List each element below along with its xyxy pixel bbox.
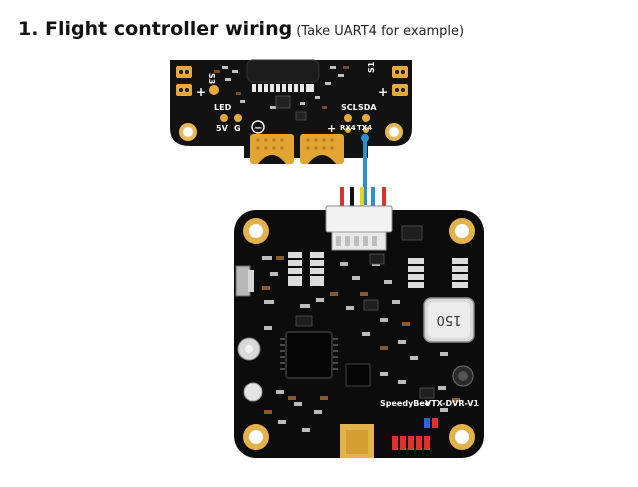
flight-controller-board: S3 S1 + + LED 5V G − SCL SDA + RX4 TX4 [170,59,412,164]
rx4-label: RX4 [340,124,356,132]
sda-label: SDA [358,103,377,112]
brand-label: SpeedyBee [380,399,431,408]
mounting-holes [243,218,475,450]
model-label: VTX-DVR-V1 [425,399,479,408]
section-heading: 1. Flight controller wiring(Take UART4 f… [18,18,464,40]
wire-red-1 [340,187,344,209]
minus-label: − [254,123,262,134]
scl-label: SCL [341,103,358,112]
led-label: LED [214,103,232,112]
heading-note: (Take UART4 for example) [296,24,465,39]
plus-right-label: + [378,85,388,99]
s1-label: S1 [367,61,376,73]
led-array [392,436,430,450]
inductor-label: 150 [437,312,462,327]
uart-wire [361,134,369,205]
battery-pad-positive [300,134,344,164]
round-pad [243,382,263,402]
page-title: 1. Flight controller wiring [18,18,293,40]
g-label: G [234,124,241,133]
tx4-label: TX4 [357,124,372,132]
inductor: 150 [423,297,475,343]
s3-label: S3 [207,73,216,84]
5v-label: 5V [216,124,229,133]
wire-blue [371,187,375,209]
vtx-dvr-board: 150 [234,205,484,458]
wire-red-2 [382,187,386,209]
side-switch [235,265,251,297]
wire-black [350,187,354,209]
plus-bottom-label: + [327,122,336,135]
wire-yellow [360,187,364,209]
main-chip [285,331,333,379]
battery-pad-negative [250,134,294,164]
plus-left-label: + [196,85,206,99]
